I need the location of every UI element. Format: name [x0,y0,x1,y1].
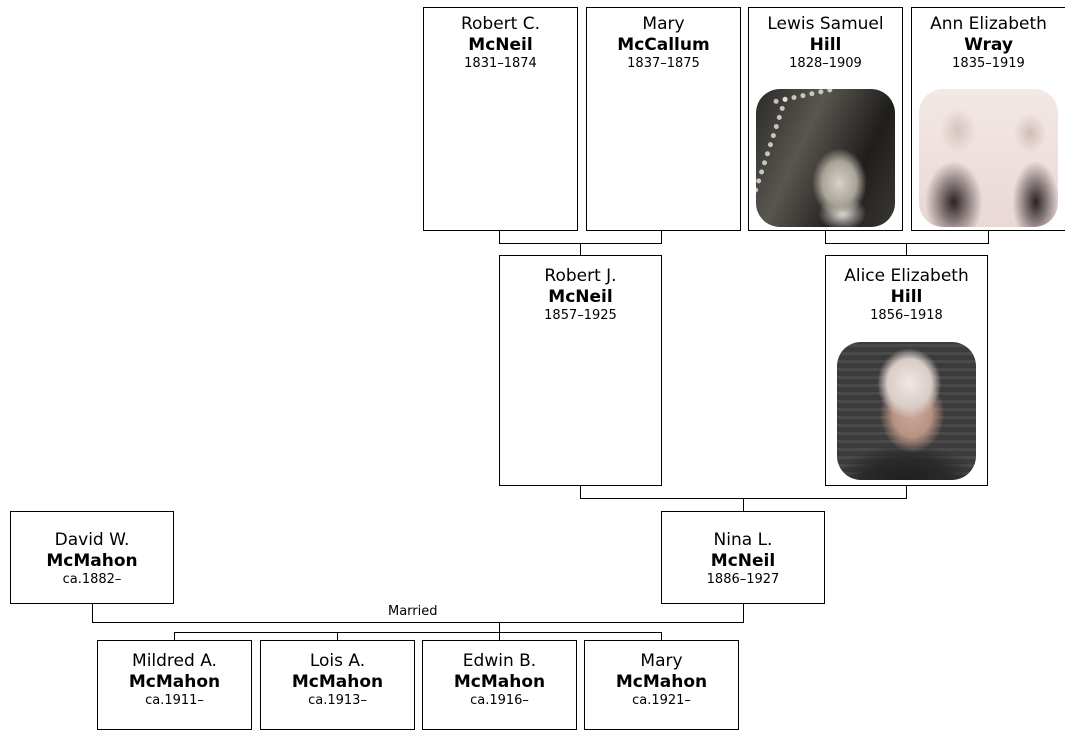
life-dates: ca.1921– [632,693,691,708]
surname: Hill [809,35,842,55]
person-alice-elizabeth-hill[interactable]: Alice Elizabeth Hill 1856–1918 [825,255,988,486]
surname: McMahon [615,672,708,692]
given-name: Robert J. [544,266,617,286]
connector [499,622,500,640]
given-name: Mary [640,651,683,671]
person-nina-l-mcneil[interactable]: Nina L. McNeil 1886–1927 [661,511,825,604]
person-robert-c-mcneil[interactable]: Robert C. McNeil 1831–1874 [423,7,578,231]
life-dates: 1857–1925 [544,308,617,323]
person-mildred-a-mcmahon[interactable]: Mildred A. McMahon ca.1911– [97,640,252,730]
life-dates: 1886–1927 [706,572,780,587]
surname: Hill [890,287,923,307]
portrait-photo[interactable] [919,89,1058,227]
life-dates: ca.1916– [470,693,529,708]
given-name: Lois A. [309,651,366,671]
person-robert-j-mcneil[interactable]: Robert J. McNeil 1857–1925 [499,255,662,486]
surname: Wray [964,35,1013,55]
life-dates: ca.1882– [62,572,122,587]
connector [906,243,907,255]
connector [337,632,338,640]
given-name: Nina L. [713,530,773,550]
connector [174,632,175,640]
surname: McMahon [453,672,546,692]
surname: McMahon [128,672,221,692]
given-name: Ann Elizabeth [930,14,1047,34]
connector [92,603,93,622]
given-name: Alice Elizabeth [844,266,969,286]
life-dates: 1837–1875 [627,56,700,71]
connector [174,632,662,633]
surname: McNeil [548,287,613,307]
person-david-w-mcmahon[interactable]: David W. McMahon ca.1882– [10,511,174,604]
connector [743,603,744,622]
surname: McCallum [617,35,710,55]
connector [661,230,662,243]
person-lois-a-mcmahon[interactable]: Lois A. McMahon ca.1913– [260,640,415,730]
connector [825,230,826,243]
married-label: Married [386,604,440,619]
life-dates: ca.1913– [308,693,367,708]
person-mary-mcmahon[interactable]: Mary McMahon ca.1921– [584,640,739,730]
connector [906,485,907,498]
connector [580,243,581,255]
portrait-photo[interactable] [837,342,976,480]
photo-detail [773,89,835,115]
surname: McNeil [468,35,533,55]
person-ann-elizabeth-wray[interactable]: Ann Elizabeth Wray 1835–1919 [911,7,1065,231]
life-dates: 1831–1874 [464,56,537,71]
surname: McNeil [710,551,776,571]
connector [988,230,989,243]
life-dates: ca.1911– [145,693,204,708]
given-name: Mildred A. [132,651,217,671]
person-lewis-samuel-hill[interactable]: Lewis Samuel Hill 1828–1909 [748,7,903,231]
connector [825,243,989,244]
surname: McMahon [46,551,138,571]
given-name: Lewis Samuel [767,14,884,34]
connector [661,632,662,640]
given-name: Edwin B. [462,651,537,671]
portrait-photo[interactable] [756,89,895,227]
life-dates: 1856–1918 [870,308,943,323]
connector [743,498,744,511]
given-name: David W. [54,530,130,550]
connector [580,485,581,498]
marriage-line [92,622,744,623]
life-dates: 1828–1909 [789,56,862,71]
surname: McMahon [291,672,384,692]
person-edwin-b-mcmahon[interactable]: Edwin B. McMahon ca.1916– [422,640,577,730]
given-name: Mary [642,14,685,34]
life-dates: 1835–1919 [952,56,1025,71]
connector [499,230,500,243]
person-mary-mccallum[interactable]: Mary McCallum 1837–1875 [586,7,741,231]
given-name: Robert C. [460,14,541,34]
